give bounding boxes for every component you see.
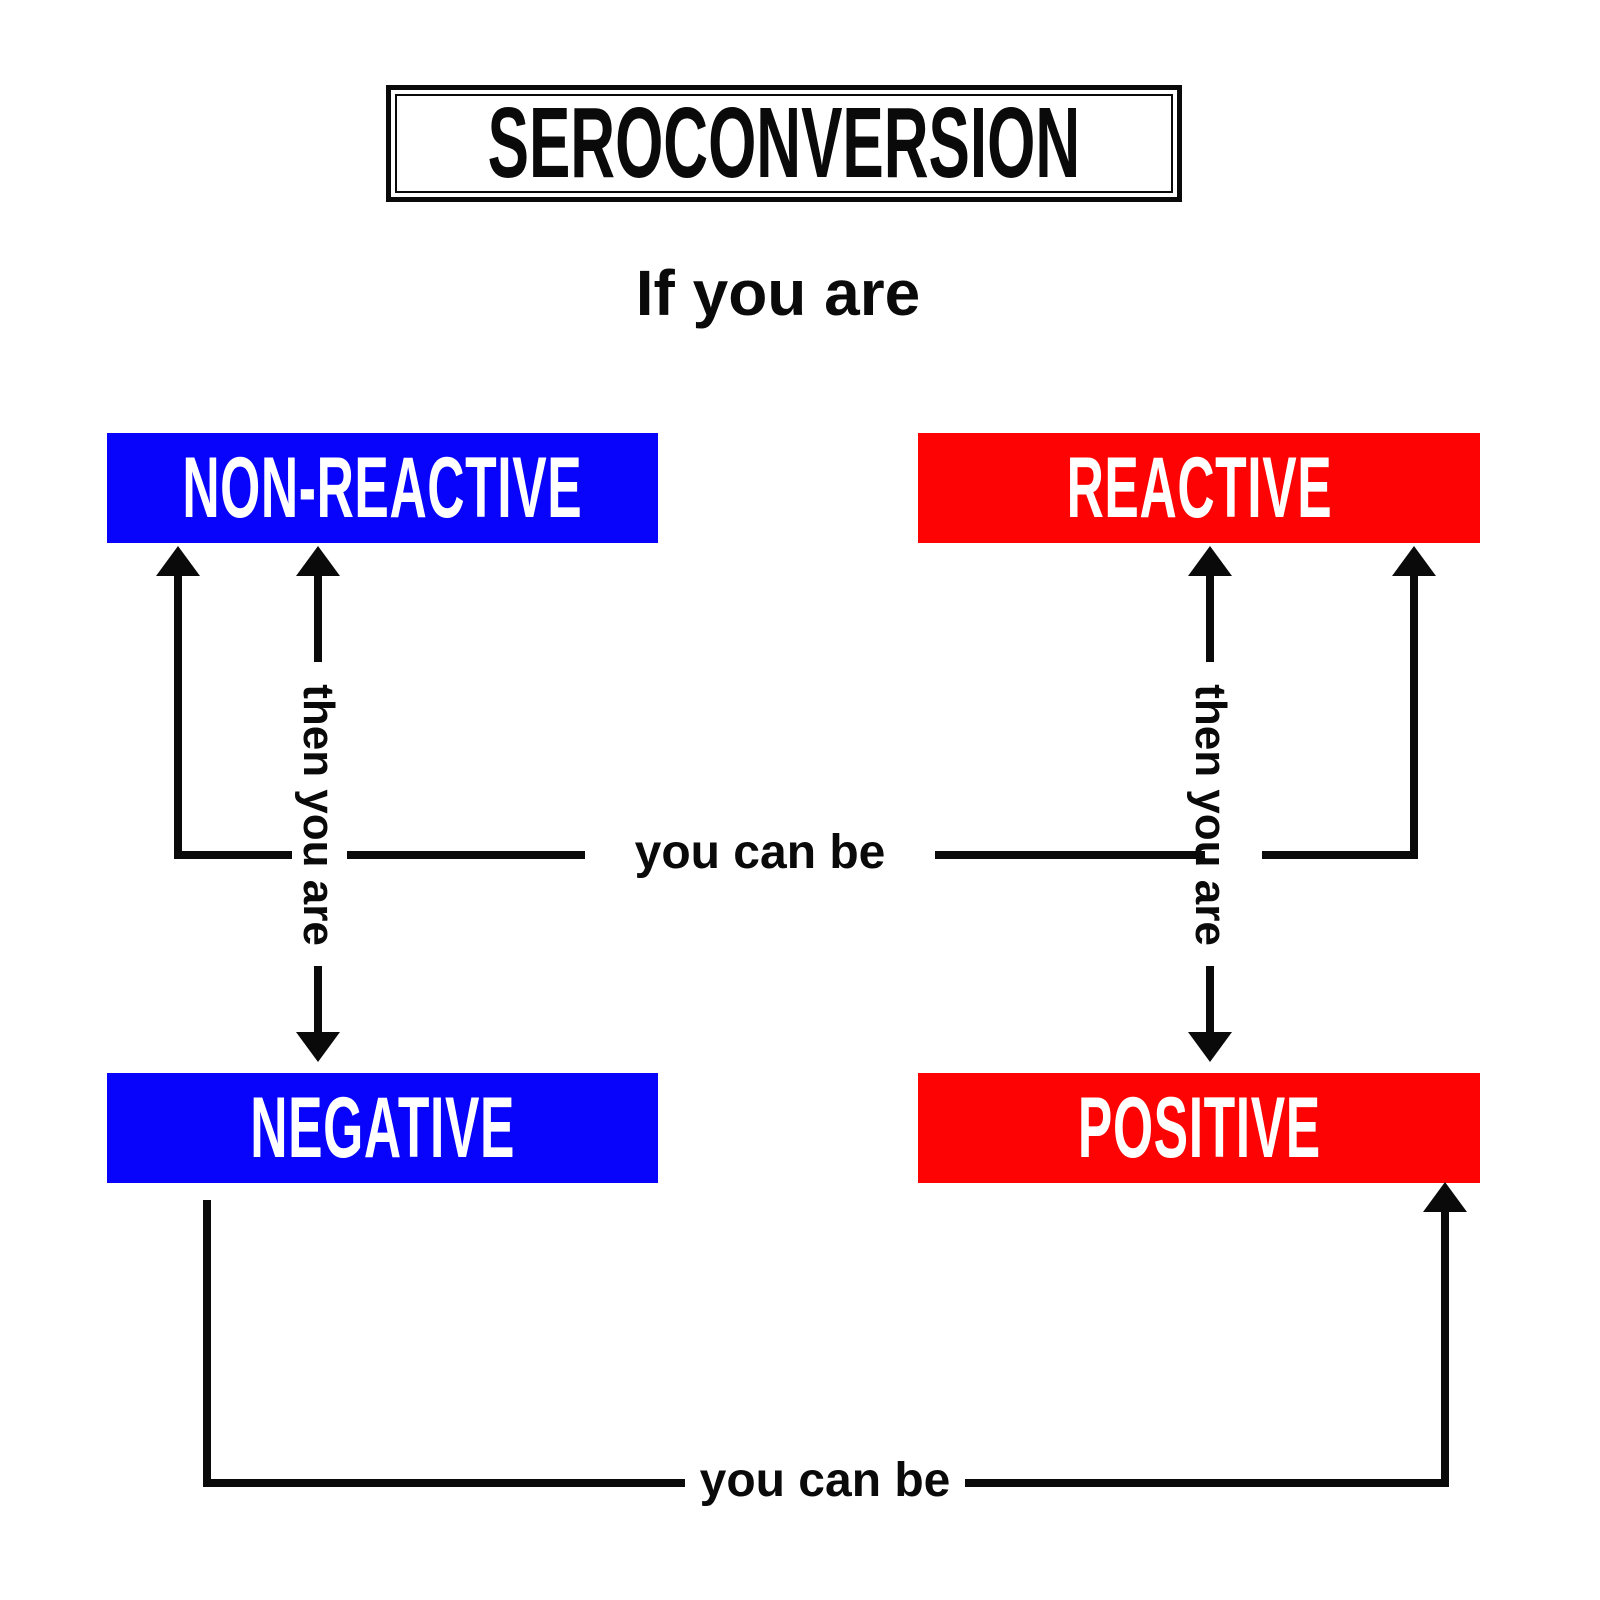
arrowhead-up-into-non-reactive: [156, 546, 200, 576]
box-negative-label: NEGATIVE: [250, 1079, 515, 1176]
arrowhead-up-into-reactive: [1188, 546, 1232, 576]
arrowhead-down-into-positive: [1188, 1032, 1232, 1062]
bottom-elbow-left-vertical: [203, 1200, 211, 1487]
title-box: SEROCONVERSION: [386, 85, 1182, 202]
arrowhead-up-into-non-reactive: [296, 546, 340, 576]
box-positive: POSITIVE: [918, 1073, 1480, 1183]
box-negative: NEGATIVE: [107, 1073, 658, 1183]
you-can-be-bottom-label: you can be: [699, 1453, 951, 1507]
box-reactive: REACTIVE: [918, 433, 1480, 543]
arrowhead-down-into-negative: [296, 1032, 340, 1062]
top-line-segment: [1262, 851, 1418, 859]
then-you-are-right-label: then you are: [1186, 684, 1235, 946]
then-you-are-left-shaft-lower: [314, 966, 322, 1032]
then-you-are-right-shaft-lower: [1206, 966, 1214, 1032]
top-line-segment: [935, 851, 1205, 859]
top-line-segment: [174, 851, 292, 859]
page-title: SEROCONVERSION: [487, 87, 1081, 199]
box-non-reactive: NON-REACTIVE: [107, 433, 658, 543]
then-you-are-right-shaft-upper: [1206, 574, 1214, 662]
subtitle-if-you-are: If you are: [635, 257, 921, 329]
elbow-line-left-vertical: [174, 574, 182, 859]
arrowhead-up-into-reactive: [1392, 546, 1436, 576]
title-inner-border: SEROCONVERSION: [395, 87, 1173, 199]
box-reactive-label: REACTIVE: [1066, 439, 1332, 536]
arrowhead-up-into-positive: [1423, 1182, 1467, 1212]
then-you-are-left-label: then you are: [294, 684, 343, 946]
bottom-line-segment: [203, 1479, 685, 1487]
elbow-line-right-vertical: [1410, 574, 1418, 859]
then-you-are-left-shaft-upper: [314, 574, 322, 662]
box-positive-label: POSITIVE: [1077, 1079, 1321, 1176]
top-line-segment: [347, 851, 585, 859]
bottom-elbow-right-vertical: [1441, 1212, 1449, 1487]
bottom-line-segment: [965, 1479, 1449, 1487]
box-non-reactive-label: NON-REACTIVE: [182, 439, 583, 536]
you-can-be-top-label: you can be: [634, 825, 886, 879]
